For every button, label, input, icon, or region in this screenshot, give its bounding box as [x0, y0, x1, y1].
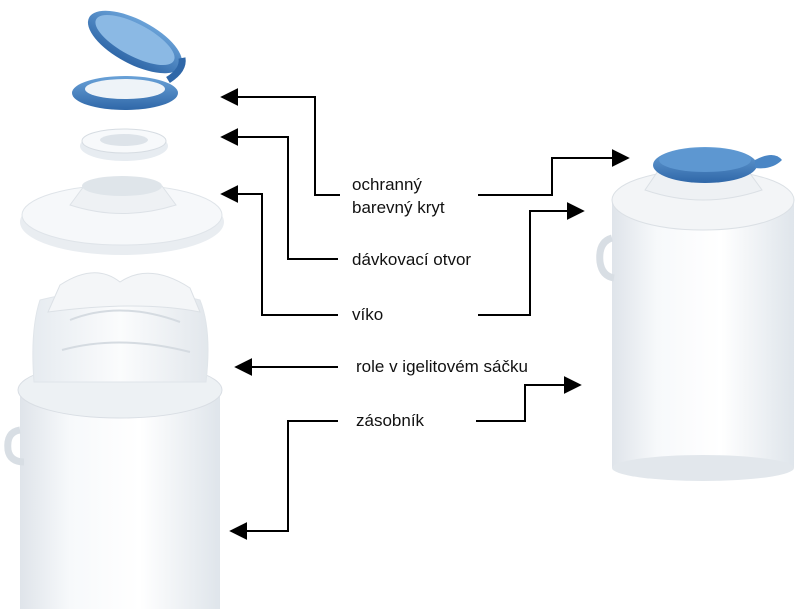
- label-lid: víko: [352, 305, 384, 324]
- arrow-dosing: [220, 128, 338, 260]
- arrow-cover-right: [478, 149, 630, 196]
- label-protective-cover-line1: ochranný: [352, 175, 422, 194]
- label-roll-in-bag: role v igelitovém sáčku: [356, 357, 528, 376]
- protective-cover-part: [72, 10, 186, 110]
- label-protective-cover: ochranný barevný kryt: [352, 173, 445, 219]
- arrow-lid-left: [220, 185, 338, 316]
- arrow-cover-left: [220, 88, 340, 196]
- assembled-dispenser: [596, 147, 795, 481]
- arrow-lid-right: [478, 202, 585, 316]
- container-part: [4, 272, 223, 609]
- dosing-opening-part: [80, 128, 168, 161]
- arrow-container-right: [476, 376, 582, 422]
- label-container: zásobník: [356, 411, 425, 430]
- label-dosing-opening: dávkovací otvor: [352, 250, 472, 269]
- arrows: [220, 88, 630, 540]
- label-protective-cover-line2: barevný kryt: [352, 198, 445, 217]
- arrow-container-left: [229, 420, 338, 540]
- lid-part: [20, 176, 224, 255]
